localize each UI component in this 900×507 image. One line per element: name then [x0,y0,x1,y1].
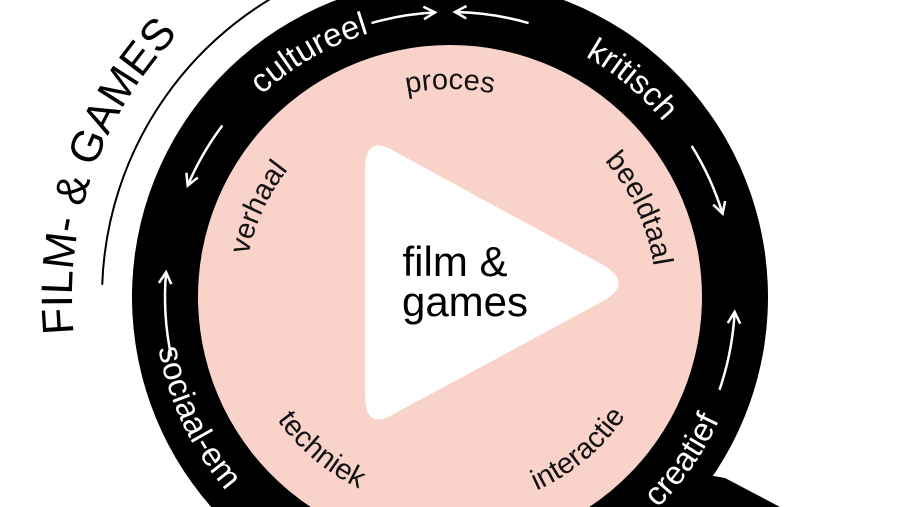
play-icon [365,145,619,420]
arrowhead-icon [452,4,468,20]
arrow-icon [690,145,724,215]
arrow-icon [718,311,736,391]
center-label-line2: games [402,278,528,325]
arrowhead-icon [185,172,199,189]
inner-label-proces: proces [402,64,497,100]
title-arc-line [101,0,271,285]
arrow-icon [454,10,529,25]
arrowhead-icon [422,5,438,21]
center-label-line1: film & [403,238,508,285]
arrow-icon [163,272,173,357]
arrowhead-icon [712,200,727,217]
arrowhead-icon [157,269,173,285]
ring-arrows [157,4,742,391]
arrowhead-icon [726,309,742,325]
